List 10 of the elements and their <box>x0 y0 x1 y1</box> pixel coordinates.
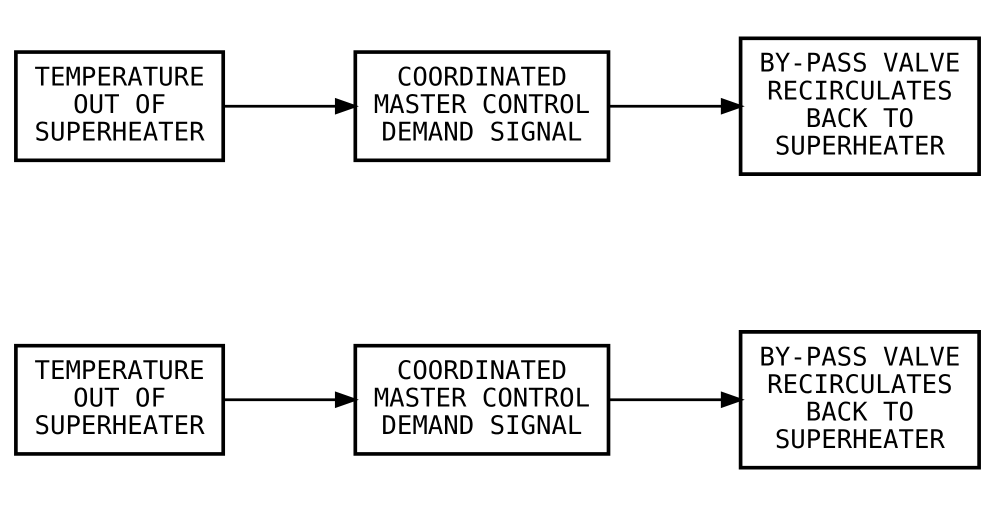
node-box: TEMPERATURE OUT OF SUPERHEATER <box>14 343 226 456</box>
arrow <box>224 97 359 114</box>
arrow <box>224 390 359 408</box>
arrow <box>608 97 745 114</box>
node-box: COORDINATED MASTER CONTROL DEMAND SIGNAL <box>353 343 610 456</box>
node-box: BY-PASS VALVE RECIRCULATES BACK TO SUPERHEATER <box>738 36 981 176</box>
node-box: BY-PASS VALVE RECIRCULATES BACK TO SUPERHEATER <box>738 330 981 469</box>
node-box: TEMPERATURE OUT OF SUPERHEATER <box>14 50 226 162</box>
node-box: COORDINATED MASTER CONTROL DEMAND SIGNAL <box>353 50 610 162</box>
arrow <box>608 390 745 408</box>
